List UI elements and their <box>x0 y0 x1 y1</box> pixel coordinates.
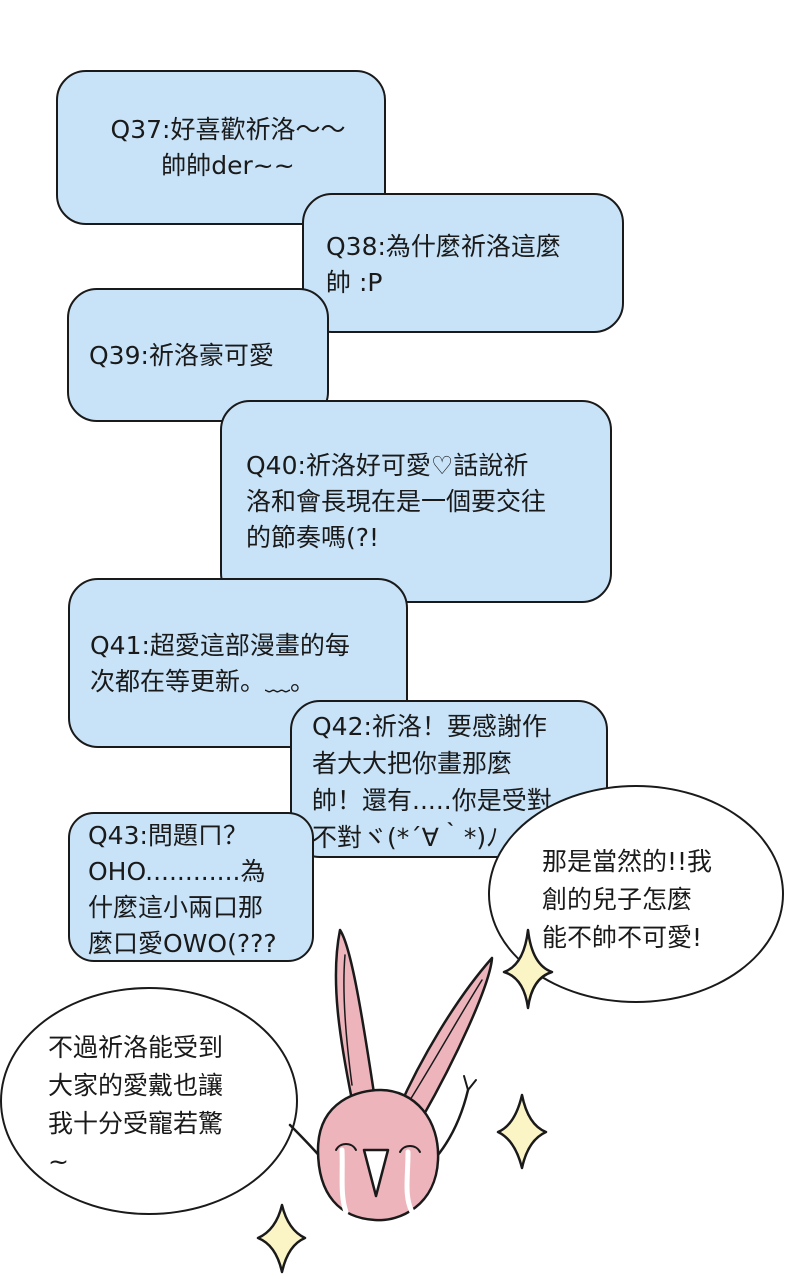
comment-bubble-q39: Q39:祈洛豪可愛 <box>67 288 329 422</box>
comment-bubble-q38: Q38:為什麼祈洛這麼 帥 :P <box>302 193 624 333</box>
rabbit-character-icon <box>288 928 494 1222</box>
comment-bubble-q40: Q40:祈洛好可愛♡話說祈 洛和會長現在是一個要交往 的節奏嗎(?! <box>220 400 612 603</box>
sparkle-icon <box>256 928 554 1274</box>
character-reply-bubble: 不過祈洛能受到 大家的愛戴也讓 我十分受寵若驚 ~ <box>0 987 298 1215</box>
comment-bubble-q43: Q43:問題ㄇ？ OHO............為 什麼這小兩口那 麼口愛OWO… <box>68 812 314 962</box>
author-reply-bubble: 那是當然的!!我 創的兒子怎麼 能不帥不可愛! <box>488 785 784 1003</box>
comment-bubble-q37: Q37:好喜歡祈洛～～ 帥帥der~~ <box>56 70 386 225</box>
